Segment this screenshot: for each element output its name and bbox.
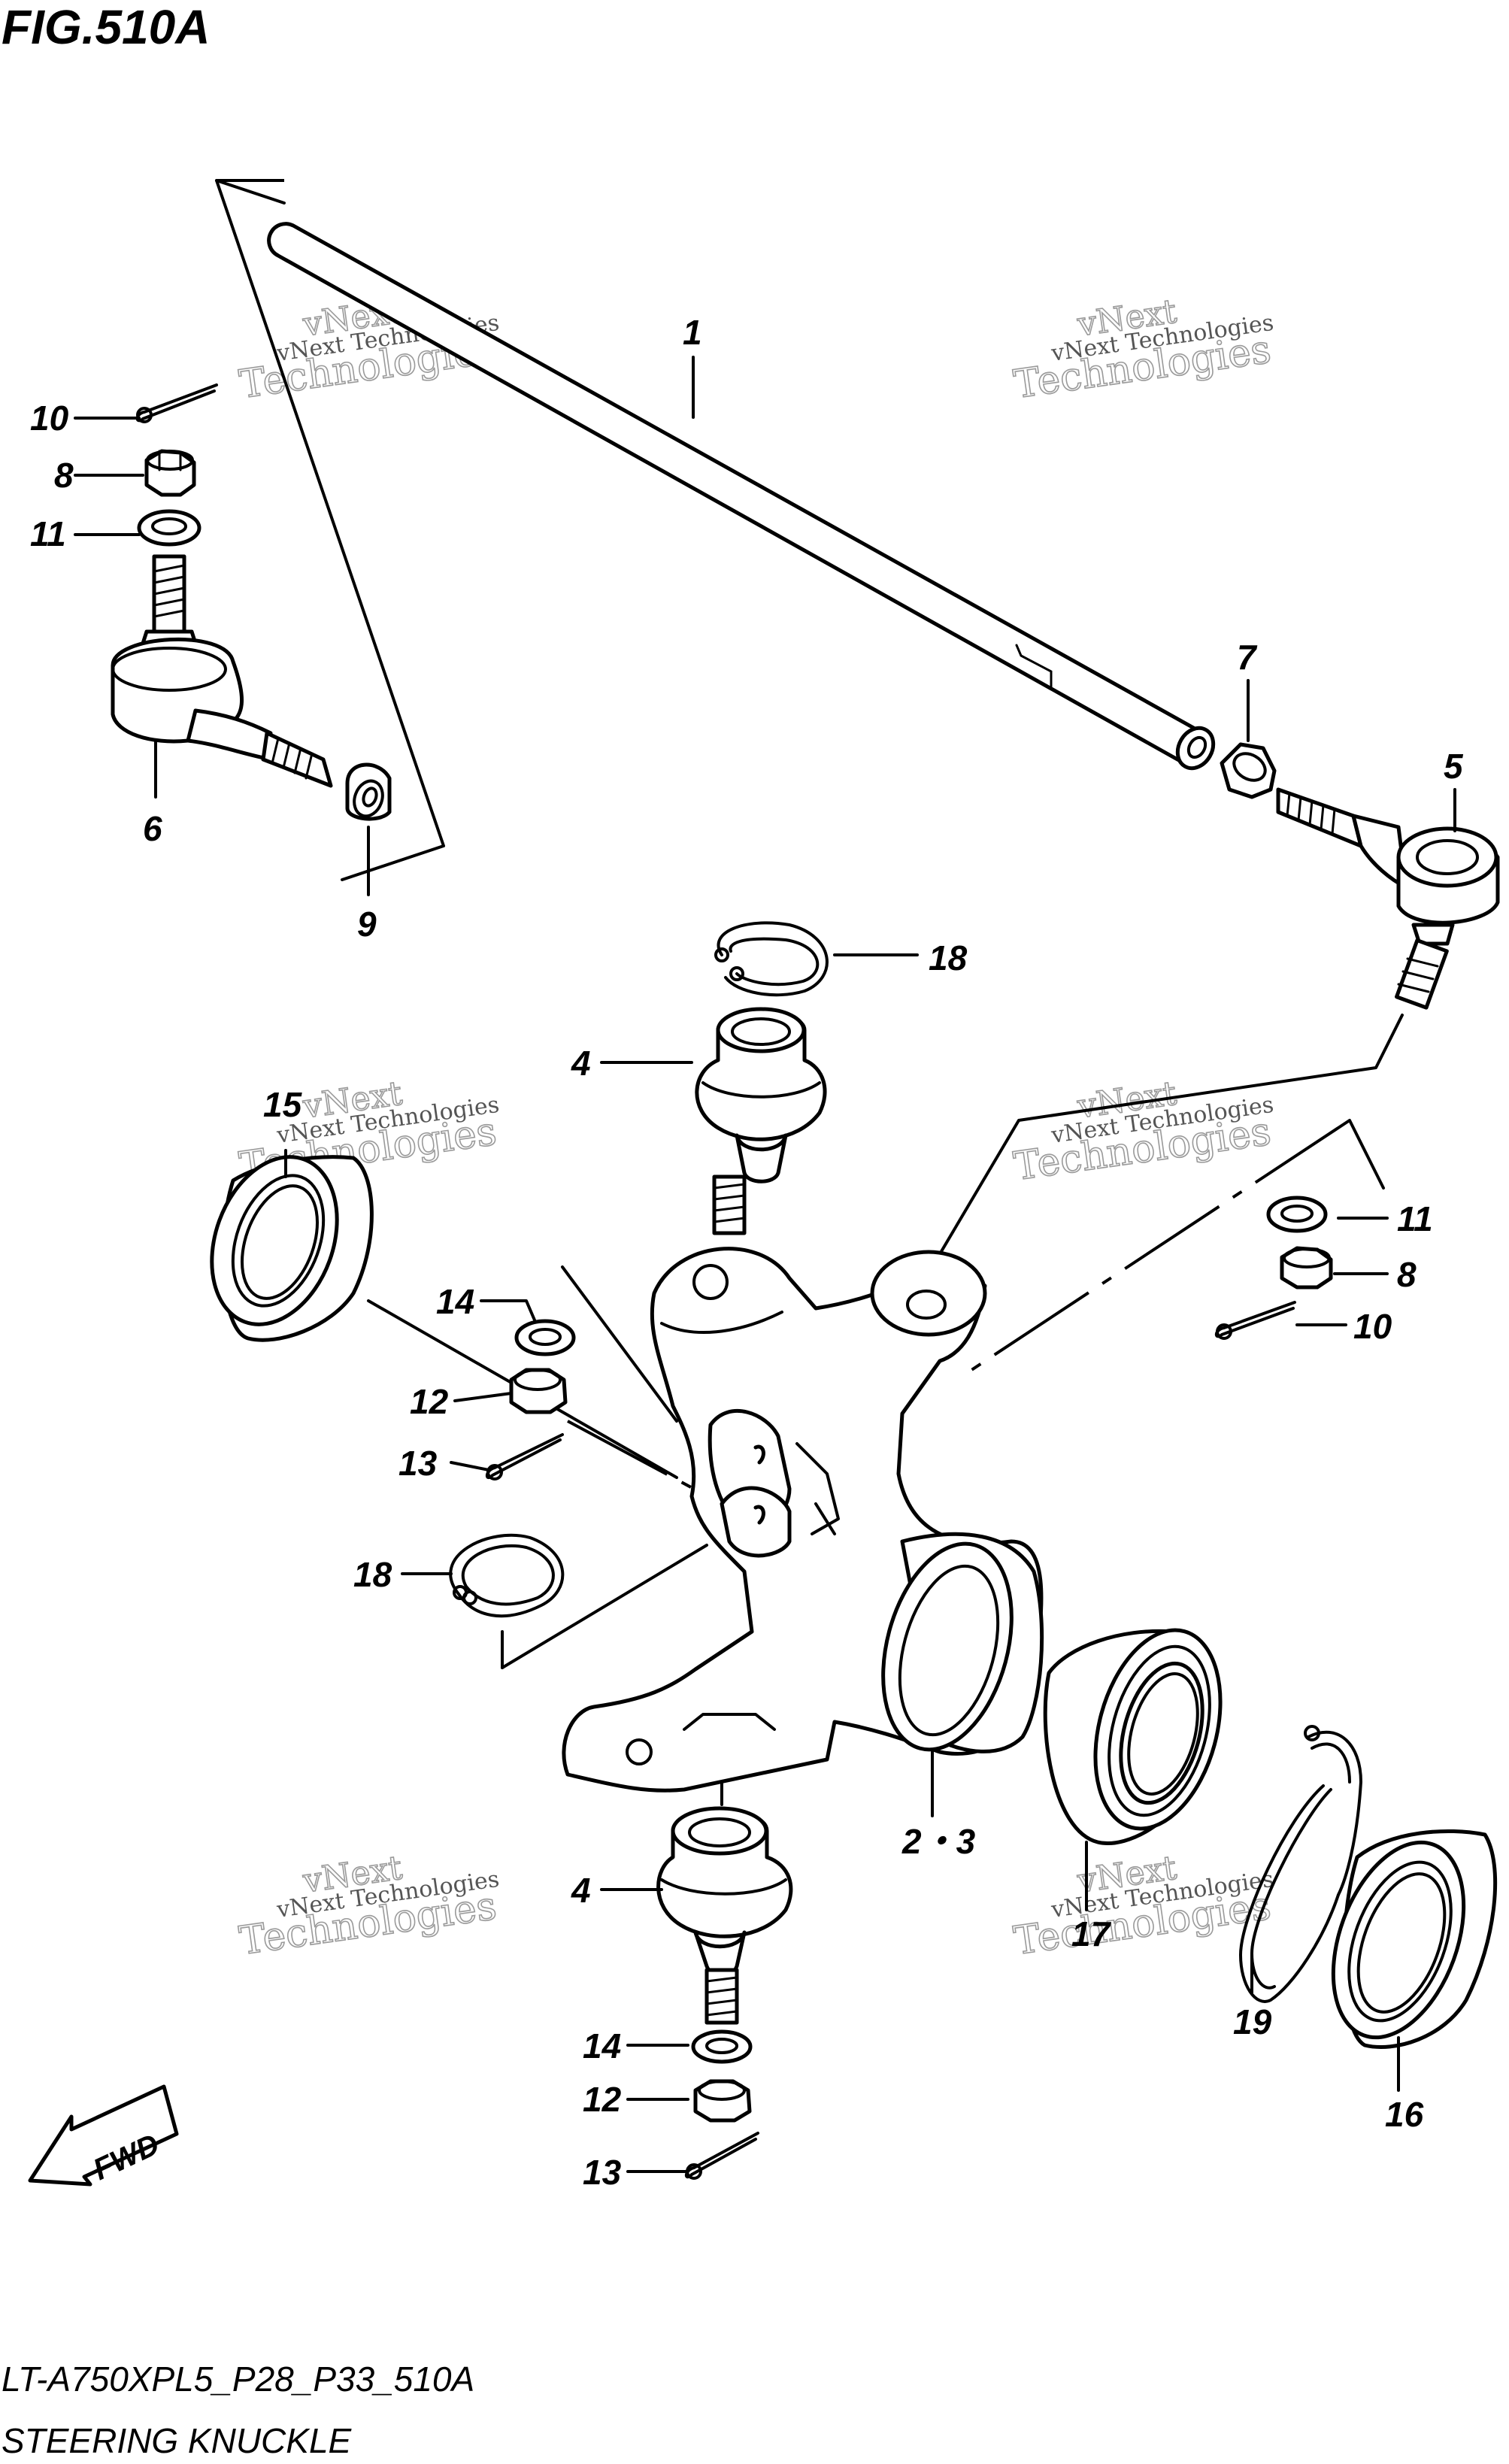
watermark-group-2: vNext vNext Technologies Technologies xyxy=(1011,292,1275,408)
callout-19: 19 xyxy=(1233,2002,1272,2041)
callout-11: 11 xyxy=(1397,1199,1433,1238)
callout-labels: 1 10 8 11 6 9 7 5 18 4 15 11 8 10 14 12 … xyxy=(30,313,1464,2192)
fwd-arrow: FWD xyxy=(28,2084,179,2187)
figure-name: STEERING KNUCKLE xyxy=(2,2421,353,2460)
ball-joint-top xyxy=(695,1007,827,1235)
callout-17: 17 xyxy=(1071,1914,1112,1953)
callout-10: 10 xyxy=(30,399,69,438)
cotter-pin-left-top xyxy=(135,383,218,423)
oil-seal-16 xyxy=(1331,1829,1498,2049)
nut-9 xyxy=(345,762,392,821)
snap-ring-lower xyxy=(449,1533,565,1618)
figure-title: FIG.510A xyxy=(2,0,210,54)
callout-4: 4 xyxy=(571,1871,591,1910)
castle-nut-left-top xyxy=(144,449,196,497)
wheel-bearing-17 xyxy=(1043,1628,1223,1845)
callout-7: 7 xyxy=(1237,638,1258,677)
watermark-group-6: vNext vNext Technologies Technologies xyxy=(1011,1848,1275,1965)
callout-13: 13 xyxy=(398,1444,438,1483)
washer-11-right xyxy=(1266,1196,1328,1233)
washer-14-top xyxy=(514,1319,576,1356)
leader-lines xyxy=(74,356,1456,2173)
nut-7 xyxy=(1220,742,1277,799)
callout-18: 18 xyxy=(929,938,968,977)
watermark-group-4: vNext vNext Technologies Technologies xyxy=(1011,1074,1275,1190)
snap-ring-top xyxy=(714,921,829,997)
watermark-group-5: vNext vNext Technologies Technologies xyxy=(236,1848,501,1965)
circlip-19 xyxy=(1239,1725,1362,2003)
callout-4: 4 xyxy=(571,1044,591,1083)
washer-left-top xyxy=(137,509,202,547)
cotter-pin-13-lower xyxy=(684,2132,759,2180)
callout-12: 12 xyxy=(410,1382,449,1421)
castle-nut-12-lower xyxy=(693,2079,752,2123)
cotter-pin-13-top xyxy=(485,1433,564,1481)
callout-10: 10 xyxy=(1353,1307,1392,1346)
callout-6: 6 xyxy=(143,809,162,848)
oil-seal-15 xyxy=(210,1155,374,1342)
callout-14: 14 xyxy=(583,2026,621,2065)
tie-rod xyxy=(267,222,1216,771)
callout-5: 5 xyxy=(1444,747,1464,786)
ball-joint-lower xyxy=(656,1806,793,2025)
castle-nut-8-right xyxy=(1280,1246,1333,1290)
tie-rod-end-right xyxy=(1276,787,1500,1010)
steering-knuckle xyxy=(562,1247,1044,1793)
callout-8: 8 xyxy=(1397,1255,1417,1294)
callout-11: 11 xyxy=(30,514,66,553)
washer-14-lower xyxy=(691,2029,753,2064)
callout-13: 13 xyxy=(583,2153,622,2192)
callout-14: 14 xyxy=(436,1282,474,1321)
callout-16: 16 xyxy=(1385,2095,1424,2134)
callout-18: 18 xyxy=(353,1555,392,1594)
castle-nut-12-top xyxy=(509,1368,568,1414)
callout-8: 8 xyxy=(54,456,74,495)
callout-9: 9 xyxy=(357,905,377,944)
model-code: LT-A750XPL5_P28_P33_510A xyxy=(2,2359,474,2399)
tie-rod-end-left xyxy=(111,554,333,788)
cotter-pin-10-right xyxy=(1214,1301,1296,1340)
callout-15: 15 xyxy=(263,1085,303,1124)
callout-1: 1 xyxy=(683,313,702,352)
callout-12: 12 xyxy=(583,2080,622,2119)
callout-2-3: 2・3 xyxy=(901,1822,976,1861)
